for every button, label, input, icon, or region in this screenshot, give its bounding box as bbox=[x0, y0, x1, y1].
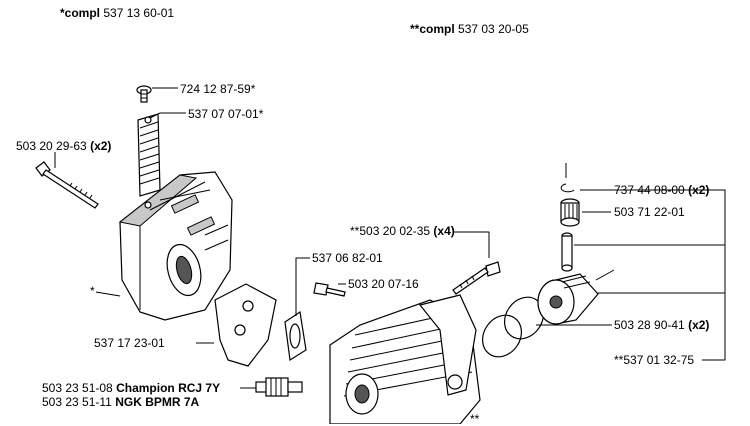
rings-qty: (x2) bbox=[688, 318, 710, 332]
label-screw-small: 503 20 07-16 bbox=[348, 277, 419, 291]
label-circlip: 737 44 08-00 (x2) bbox=[614, 183, 709, 197]
label-screw-top: 724 12 87-59* bbox=[180, 82, 256, 96]
label-plug-1: 503 23 51-08 Champion RCJ 7Y bbox=[42, 381, 220, 395]
piston-pin bbox=[561, 232, 573, 272]
label-bolt-cylinder: **503 20 02-35 (x4) bbox=[350, 224, 455, 238]
label-gasket-small: 537 06 82-01 bbox=[312, 251, 383, 265]
rings-number: 503 28 90-41 bbox=[614, 318, 685, 332]
muffler bbox=[118, 171, 233, 321]
label-bracket: 537 17 23-01 bbox=[94, 336, 165, 350]
piston-rings bbox=[481, 296, 545, 358]
bolt-left-number: 503 20 29-63 bbox=[16, 139, 87, 153]
compl-left-label: *compl 537 13 60-01 bbox=[60, 6, 174, 20]
label-gasket-strip: 537 07 07-01* bbox=[188, 107, 264, 121]
spark-plug bbox=[255, 377, 303, 397]
label-rings: 503 28 90-41 (x2) bbox=[614, 318, 709, 332]
bolt-cyl-qty: (x4) bbox=[433, 224, 455, 238]
compl-right-label: **compl 537 03 20-05 bbox=[410, 22, 529, 36]
label-star-marker: * bbox=[90, 284, 95, 298]
top-screw bbox=[136, 85, 152, 103]
small-screw bbox=[313, 282, 346, 297]
plug-1-number: 503 23 51-08 bbox=[42, 381, 113, 395]
compl-right-number: 537 03 20-05 bbox=[458, 22, 529, 36]
compl-left-number: 537 13 60-01 bbox=[103, 6, 175, 20]
small-gasket bbox=[284, 310, 307, 362]
compl-right-prefix: **compl bbox=[410, 22, 455, 36]
plug-2-name: NGK BPMR 7A bbox=[115, 395, 200, 409]
plug-1-name: Champion RCJ 7Y bbox=[116, 381, 221, 395]
cylinder bbox=[329, 294, 481, 424]
label-plug-2: 503 23 51-11 NGK BPMR 7A bbox=[42, 395, 199, 409]
label-piston-kit: **537 01 32-75 bbox=[614, 353, 695, 367]
label-bottom-marker: ** bbox=[470, 412, 480, 426]
bolt-cyl-number: **503 20 02-35 bbox=[350, 224, 431, 238]
circlip bbox=[560, 183, 575, 193]
bracket bbox=[214, 283, 277, 367]
leader-lines bbox=[54, 87, 726, 389]
needle-bearing bbox=[560, 198, 580, 227]
plug-2-number: 503 23 51-11 bbox=[42, 395, 112, 409]
circlip-number: 737 44 08-00 bbox=[614, 183, 685, 197]
circlip-qty: (x2) bbox=[688, 183, 710, 197]
heat-shield-strip bbox=[137, 113, 161, 209]
compl-left-prefix: *compl bbox=[60, 6, 101, 20]
muffler-bolt bbox=[35, 161, 99, 209]
piston bbox=[537, 269, 615, 325]
label-bearing: 503 71 22-01 bbox=[614, 205, 685, 219]
bolt-left-qty: (x2) bbox=[90, 139, 112, 153]
label-bolt-left: 503 20 29-63 (x2) bbox=[16, 139, 111, 153]
cylinder-bolt bbox=[452, 261, 501, 295]
